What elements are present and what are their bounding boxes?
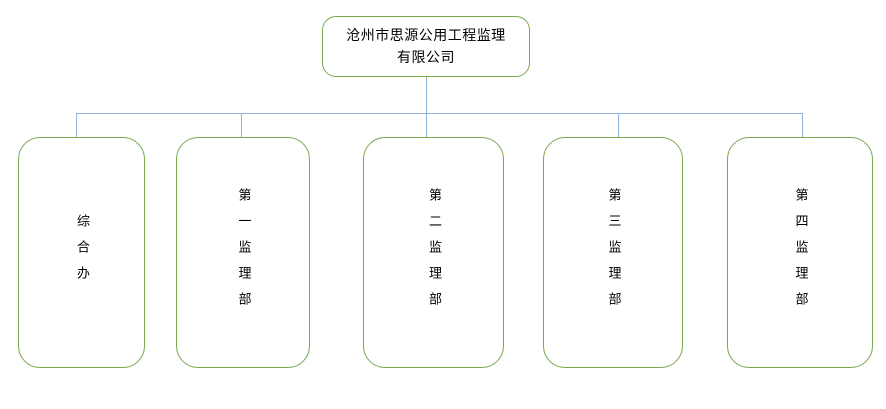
org-node-child-2-label: 第一监理部 <box>235 187 251 318</box>
org-node-child-1-label: 综合办 <box>74 213 89 292</box>
org-node-child-5[interactable]: 第四监理部 <box>727 137 873 368</box>
connector-drop-4 <box>618 113 619 137</box>
org-node-child-3-label: 第二监理部 <box>426 187 441 318</box>
org-node-child-4[interactable]: 第三监理部 <box>543 137 683 368</box>
connector-drop-1 <box>76 113 77 137</box>
org-node-root-label: 沧州市思源公用工程监理 有限公司 <box>346 27 506 66</box>
org-node-root[interactable]: 沧州市思源公用工程监理 有限公司 <box>322 16 530 77</box>
org-node-child-5-label: 第四监理部 <box>792 187 808 318</box>
org-node-child-1[interactable]: 综合办 <box>18 137 145 368</box>
org-node-child-3[interactable]: 第二监理部 <box>363 137 504 368</box>
connector-drop-3 <box>426 113 427 137</box>
org-node-child-2[interactable]: 第一监理部 <box>176 137 310 368</box>
connector-drop-2 <box>241 113 242 137</box>
connector-trunk-vertical <box>426 77 427 113</box>
org-node-child-4-label: 第三监理部 <box>605 187 621 318</box>
connector-horizontal-bus <box>76 113 803 114</box>
connector-drop-5 <box>802 113 803 137</box>
